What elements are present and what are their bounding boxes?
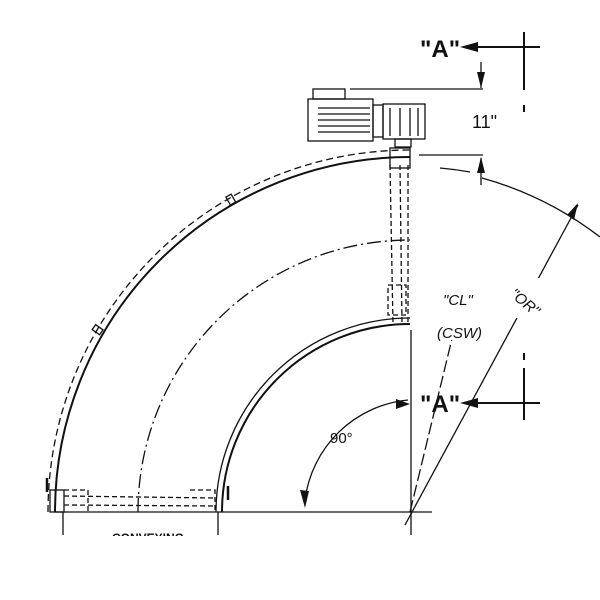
csw-label: (CSW) bbox=[437, 325, 482, 342]
centerline-label: "CL" bbox=[443, 292, 473, 309]
outer-rail-arc bbox=[54, 156, 411, 513]
angle-label: 90° bbox=[330, 430, 353, 447]
centerline-arc bbox=[137, 239, 411, 513]
angle-arc bbox=[304, 399, 409, 501]
section-a-mid-label: "A" bbox=[420, 391, 460, 418]
inner-rail-arc bbox=[221, 323, 411, 513]
outer-guard-dashed-arc bbox=[47, 149, 411, 513]
inner-guard-arc bbox=[215, 317, 411, 513]
bottom-note: CONVEYING bbox=[112, 531, 184, 545]
drive-motor-icon bbox=[307, 88, 426, 148]
outer-radius-dim-arc bbox=[481, 177, 600, 238]
height-dimension-label: 11" bbox=[472, 112, 497, 132]
section-a-top-label: "A" bbox=[420, 36, 460, 63]
